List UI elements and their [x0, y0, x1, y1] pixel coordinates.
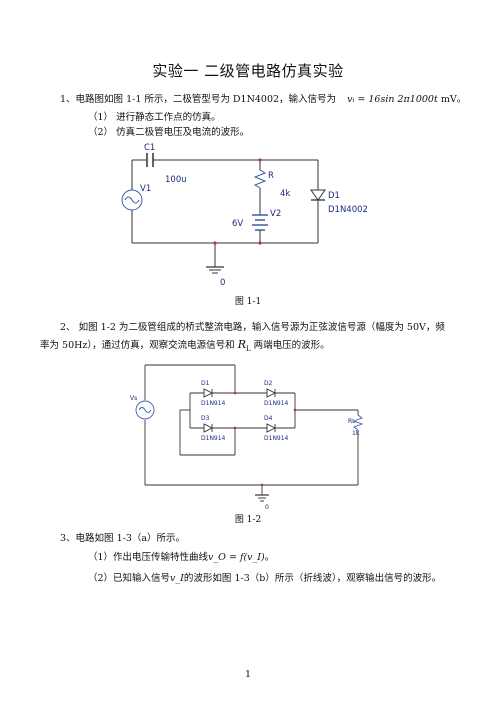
c1-value: 100u — [165, 175, 187, 185]
v2-label: V2 — [270, 209, 281, 219]
q3-formula: v_O = f(v_I) — [208, 552, 265, 563]
d4-model: D1N914 — [264, 435, 289, 442]
rl-value: 1k — [352, 430, 360, 437]
q3-item-2: （2）已知输入信号v_I的波形如图 1-3（b）所示（折线波），观察输出信号的波… — [88, 573, 442, 584]
d1-model: D1N914 — [201, 400, 226, 407]
circuit-figure-1-2: Vs D1 D1N914 D2 D1N914 D3 D1N914 D4 D1N9… — [130, 364, 364, 511]
c1-label: C1 — [144, 143, 155, 153]
vs-label: Vs — [130, 395, 137, 402]
q1-text: 1、电路图如图 1-1 所示，二极管型号为 D1N4002，输入信号为 vᵢ =… — [60, 94, 467, 105]
r-label: R — [268, 171, 274, 181]
q1-item-1: （1） 进行静态工作点的仿真。 — [88, 112, 221, 123]
r-value: 4k — [280, 189, 290, 199]
v1-label: V1 — [140, 184, 151, 194]
d1-label: D1 — [328, 191, 340, 201]
d2-label: D2 — [264, 380, 273, 387]
q1-unit: mV。 — [440, 94, 467, 105]
figure-1-2-caption: 图 1-2 — [234, 515, 262, 525]
page-title: 实验一 二级管电路仿真实验 — [152, 62, 344, 80]
v2-value: 6V — [232, 219, 243, 229]
page-number: 1 — [244, 669, 252, 680]
q2-text-line1: 2、 如图 1-2 为二极管组成的桥式整流电路，输入信号源为正弦波信号源（幅度为… — [60, 322, 445, 333]
q3-var: v_I — [170, 573, 184, 584]
figure-1-1-caption: 图 1-1 — [234, 297, 262, 307]
d3-model: D1N914 — [201, 435, 226, 442]
d1-label: D1 — [201, 380, 210, 387]
d4-label: D4 — [264, 415, 273, 422]
rl-label: RL — [348, 418, 356, 425]
d2-model: D1N914 — [264, 400, 289, 407]
rl-symbol: R — [237, 338, 246, 351]
ground-label: 0 — [220, 278, 225, 288]
circuit-figure-1-1: C1 100u V1 R 4k V2 6V D1 D1N4002 0 — [121, 143, 368, 288]
d1-model: D1N4002 — [328, 205, 368, 215]
q3-text: 3、电路如图 1-3（a）所示。 — [60, 533, 186, 544]
ground-label: 0 — [265, 504, 269, 511]
q1-formula: vᵢ = 16sin 2π1000t — [347, 94, 438, 105]
q2-text-line2: 率为 50Hz），通过仿真，观察交流电源信号和 RL 两端电压的波形。 — [40, 338, 330, 353]
q1-item-2: （2） 仿真二极管电压及电流的波形。 — [88, 127, 250, 138]
d3-label: D3 — [201, 415, 210, 422]
q3-item-1: （1）作出电压传输特性曲线v_O = f(v_I)。 — [88, 552, 275, 563]
